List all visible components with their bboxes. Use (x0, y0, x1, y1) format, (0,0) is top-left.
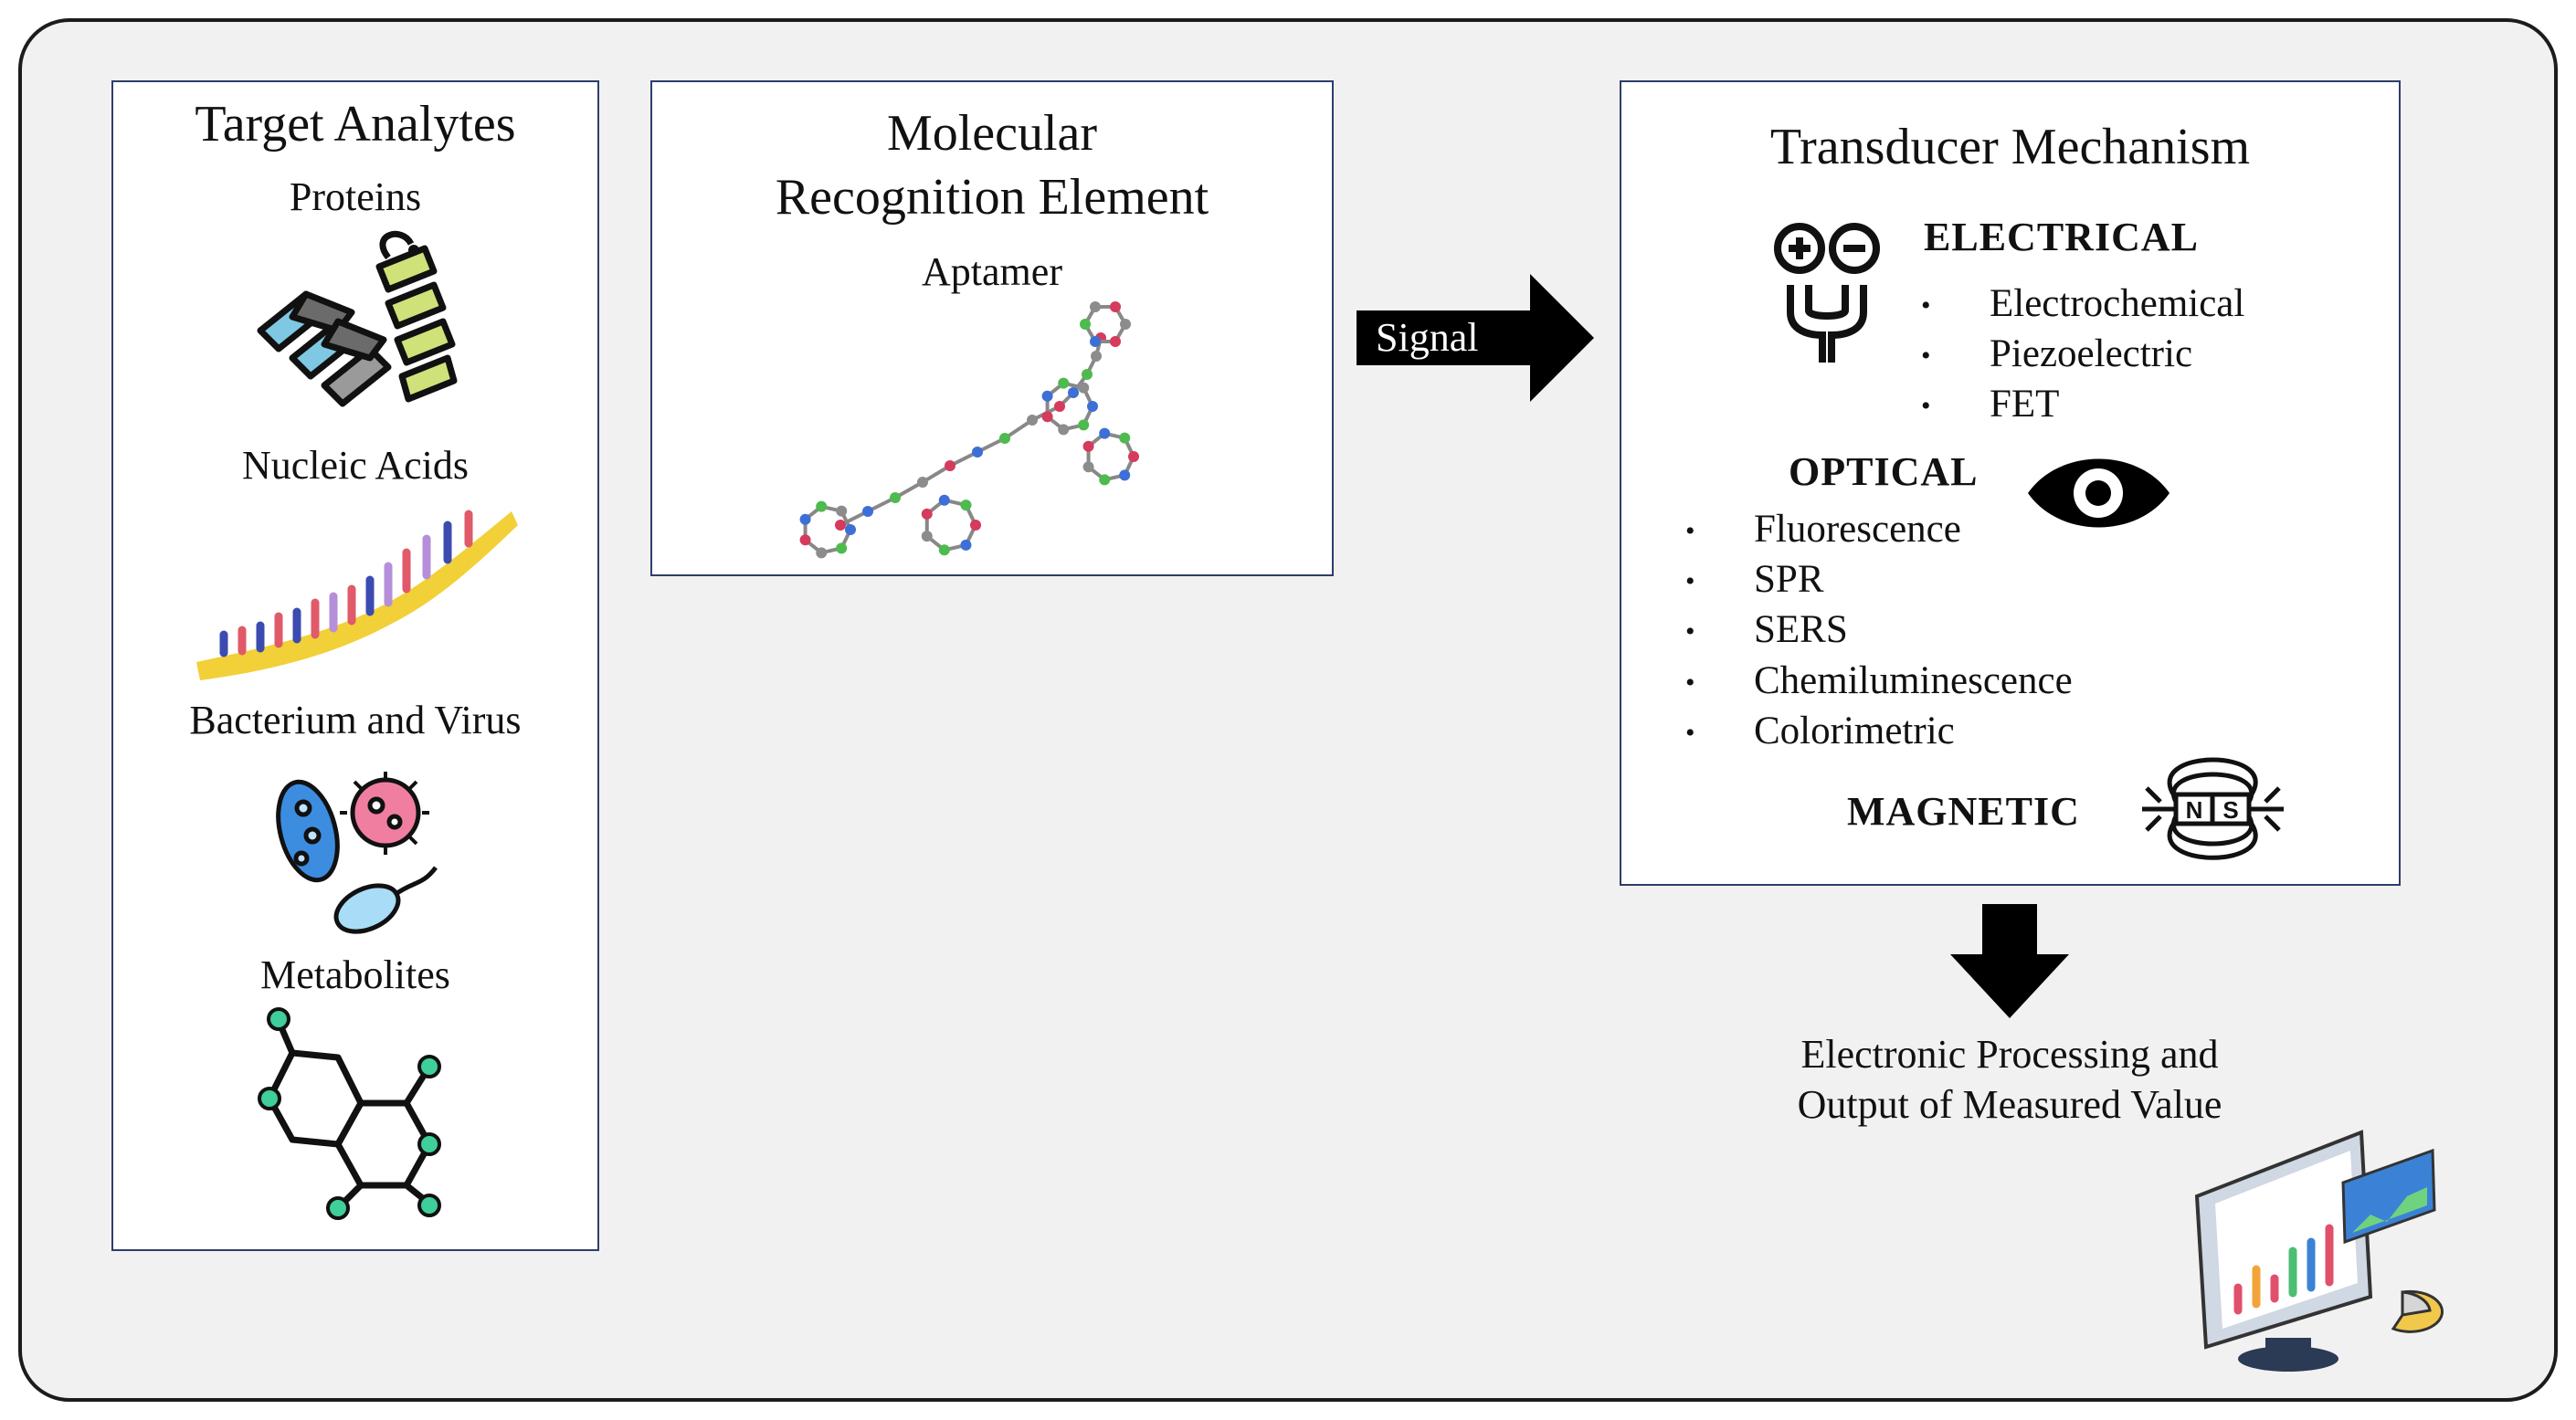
optical-bullet: • (1685, 668, 1695, 698)
recognition-element-panel (650, 80, 1334, 576)
dna-strand-icon (196, 510, 518, 680)
monitor-dashboard-icon (2194, 1130, 2444, 1372)
eye-icon (2028, 458, 2170, 528)
output-text-line2: Output of Measured Value (1797, 1082, 2222, 1127)
transducer-title: Transducer Mechanism (1769, 119, 2251, 175)
aptamer-structure-icon (799, 300, 1139, 559)
analyte-label-nucleic-acids: Nucleic Acids (241, 443, 470, 488)
output-text-line1: Electronic Processing and (1800, 1032, 2219, 1077)
protein-helix-icon (257, 230, 458, 407)
optical-bullet: • (1685, 616, 1695, 647)
recognition-title-line2: Recognition Element (775, 169, 1209, 226)
electrical-item-fet: FET (1990, 383, 2060, 426)
magnet-pole-south: S (2222, 796, 2238, 824)
electrical-item-electrochemical: Electrochemical (1990, 282, 2245, 325)
transducer-panel (1620, 80, 2401, 886)
electrical-bullet: • (1921, 391, 1931, 421)
signal-label: Signal (1376, 315, 1479, 360)
recognition-title-line1: Molecular (886, 105, 1098, 162)
molecule-icon (258, 1007, 441, 1220)
optical-item-chemiluminescence: Chemiluminescence (1754, 659, 2073, 702)
magnet-field-icon: N S (2142, 757, 2284, 860)
electrical-bullet: • (1921, 341, 1931, 371)
magnet-pole-north: N (2186, 796, 2203, 824)
target-analytes-title: Target Analytes (195, 96, 516, 153)
electrical-bullet: • (1921, 290, 1931, 321)
optical-heading: OPTICAL (1789, 449, 1979, 494)
plug-plus-minus-icon (1774, 223, 1880, 363)
analyte-label-bacterium-virus: Bacterium and Virus (189, 698, 522, 742)
analyte-label-proteins: Proteins (289, 174, 422, 219)
optical-item-sers: SERS (1754, 608, 1848, 651)
aptamer-label: Aptamer (922, 249, 1062, 294)
optical-item-fluorescence: Fluorescence (1754, 508, 1961, 551)
output-down-arrow (1950, 904, 2069, 1018)
optical-item-colorimetric: Colorimetric (1754, 710, 1955, 752)
analyte-label-metabolites: Metabolites (260, 952, 450, 997)
optical-bullet: • (1685, 516, 1695, 546)
electrical-heading: ELECTRICAL (1924, 215, 2199, 259)
optical-bullet: • (1685, 718, 1695, 748)
magnetic-heading: MAGNETIC (1847, 789, 2080, 834)
optical-bullet: • (1685, 566, 1695, 596)
bacteria-virus-icon (276, 772, 438, 934)
target-analytes-panel (111, 80, 599, 1251)
electrical-item-piezoelectric: Piezoelectric (1990, 332, 2193, 375)
optical-item-spr: SPR (1754, 558, 1824, 601)
signal-arrow (1357, 274, 1594, 402)
